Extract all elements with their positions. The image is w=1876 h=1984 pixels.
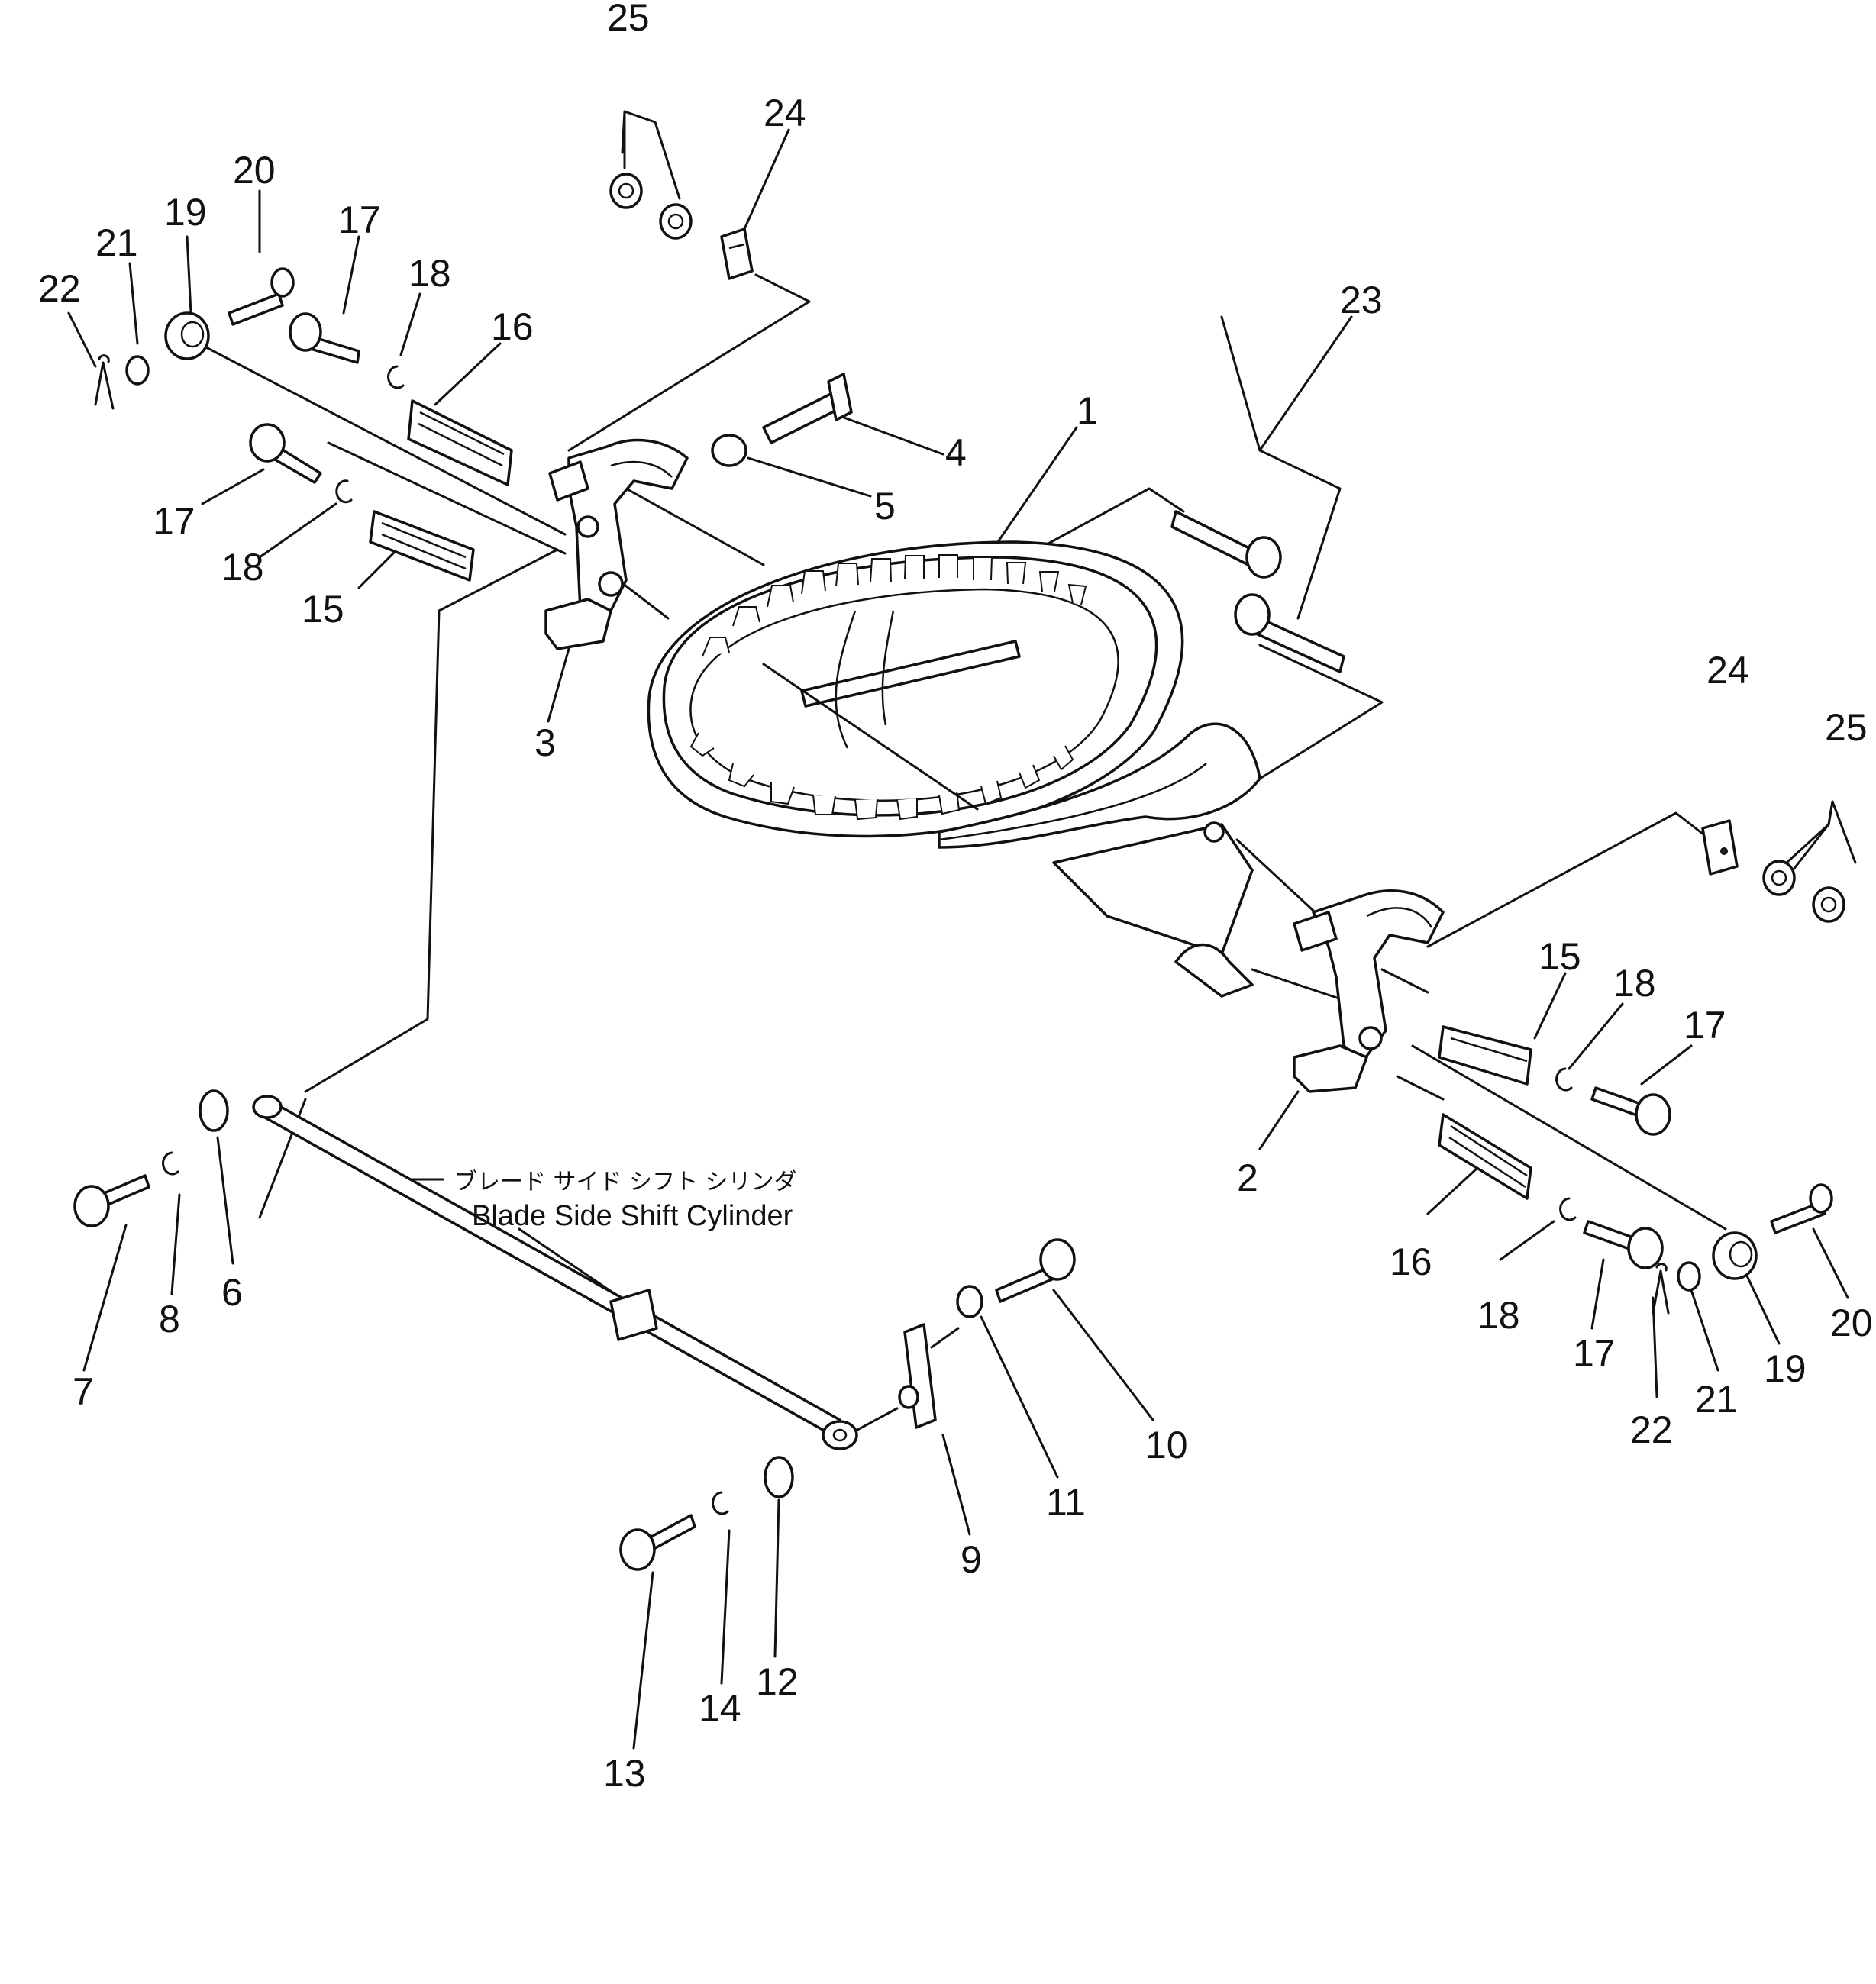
callout-17-top: 17 [338, 198, 381, 241]
callout-6: 6 [221, 1271, 243, 1314]
pad-15-left [369, 510, 475, 582]
pad-16-right [1438, 1113, 1532, 1200]
callout-labels: 1 2 3 4 5 6 7 8 9 10 11 12 13 14 15 15 1… [38, 0, 1873, 1795]
callout-18-left: 18 [221, 546, 264, 589]
clip-18-top [387, 365, 405, 389]
callout-24-left: 24 [764, 92, 806, 134]
collar-19-right [1712, 1231, 1758, 1280]
plate-9 [903, 1323, 937, 1429]
washer-21-right [1677, 1261, 1701, 1292]
cotter-pin-22-left [94, 354, 115, 410]
callout-25-left: 25 [607, 0, 650, 39]
callout-11: 11 [1046, 1481, 1086, 1524]
hardware-parts [73, 173, 1845, 1571]
callout-9: 9 [961, 1538, 982, 1581]
clip-18-right-lower [1559, 1197, 1577, 1221]
callout-17-left: 17 [153, 500, 195, 543]
clip-8 [162, 1151, 179, 1176]
washer-21-left [125, 355, 150, 386]
callout-22-right: 22 [1630, 1408, 1673, 1451]
callout-17-right-lower: 17 [1573, 1332, 1616, 1375]
nut-25-left-b [659, 203, 693, 240]
callout-13: 13 [603, 1752, 646, 1795]
callout-18-right-upper: 18 [1613, 962, 1656, 1005]
callout-2: 2 [1237, 1157, 1258, 1199]
callout-7: 7 [73, 1370, 94, 1413]
callout-12: 12 [756, 1660, 799, 1703]
clip-18-right-upper [1555, 1067, 1573, 1092]
callout-25-right: 25 [1825, 706, 1868, 749]
callout-22-left: 22 [38, 267, 81, 310]
caption-english: Blade Side Shift Cylinder [472, 1200, 793, 1232]
callout-15-left: 15 [302, 588, 344, 631]
callout-16-left: 16 [491, 305, 534, 348]
pad-16-left [407, 399, 513, 486]
callout-23: 23 [1340, 279, 1383, 321]
callout-24-right: 24 [1706, 649, 1749, 692]
washer-11 [956, 1285, 983, 1318]
pad-24-right [1701, 819, 1739, 876]
callout-18-right-lower: 18 [1477, 1294, 1520, 1337]
callout-20-left: 20 [233, 149, 276, 192]
caption-japanese: ブレード サイド シフト シリンダ [454, 1169, 797, 1195]
callout-3: 3 [534, 721, 556, 764]
circle-ring-part-1 [647, 540, 1261, 998]
callout-16-right: 16 [1390, 1240, 1432, 1283]
cylinder-caption: ブレード サイド シフト シリンダ Blade Side Shift Cylin… [454, 1169, 797, 1232]
nut-25-right-a [1762, 860, 1796, 896]
nut-25-right-b [1812, 886, 1845, 923]
callout-20-right: 20 [1830, 1302, 1873, 1344]
callout-8: 8 [159, 1298, 180, 1340]
callout-14: 14 [699, 1687, 741, 1730]
callout-10: 10 [1145, 1424, 1188, 1466]
collar-19-left [164, 311, 210, 360]
pad-24-left [720, 227, 754, 280]
callout-19-left: 19 [164, 191, 207, 234]
callout-18-top: 18 [408, 252, 451, 295]
bracket-part-2 [1293, 889, 1445, 1093]
pin-4 [762, 392, 841, 444]
bolt-23-a [1170, 510, 1254, 566]
blade-side-shift-cylinder [252, 1095, 858, 1450]
cotter-pin-22-right [1652, 1263, 1670, 1315]
callout-21-left: 21 [95, 221, 138, 264]
clip-14 [712, 1491, 729, 1515]
callout-19-right: 19 [1764, 1347, 1807, 1390]
nut-25-left-a [609, 173, 643, 209]
washer-12 [764, 1456, 794, 1498]
callout-15-right: 15 [1539, 935, 1581, 978]
bracket-part-3 [544, 438, 689, 650]
callout-1: 1 [1077, 389, 1098, 432]
washer-6 [199, 1089, 229, 1132]
pin-20-left [228, 292, 284, 326]
ring-gear-teeth [689, 554, 1087, 821]
callout-21-right: 21 [1695, 1378, 1738, 1421]
callout-17-right-upper: 17 [1684, 1004, 1726, 1047]
callout-4: 4 [945, 431, 967, 474]
callout-5: 5 [874, 485, 896, 527]
washer-5 [711, 434, 747, 467]
pin-20-right [1770, 1201, 1826, 1234]
clip-18-left [335, 479, 353, 504]
pad-15-right [1438, 1025, 1532, 1086]
leader-lines [67, 110, 1857, 1750]
